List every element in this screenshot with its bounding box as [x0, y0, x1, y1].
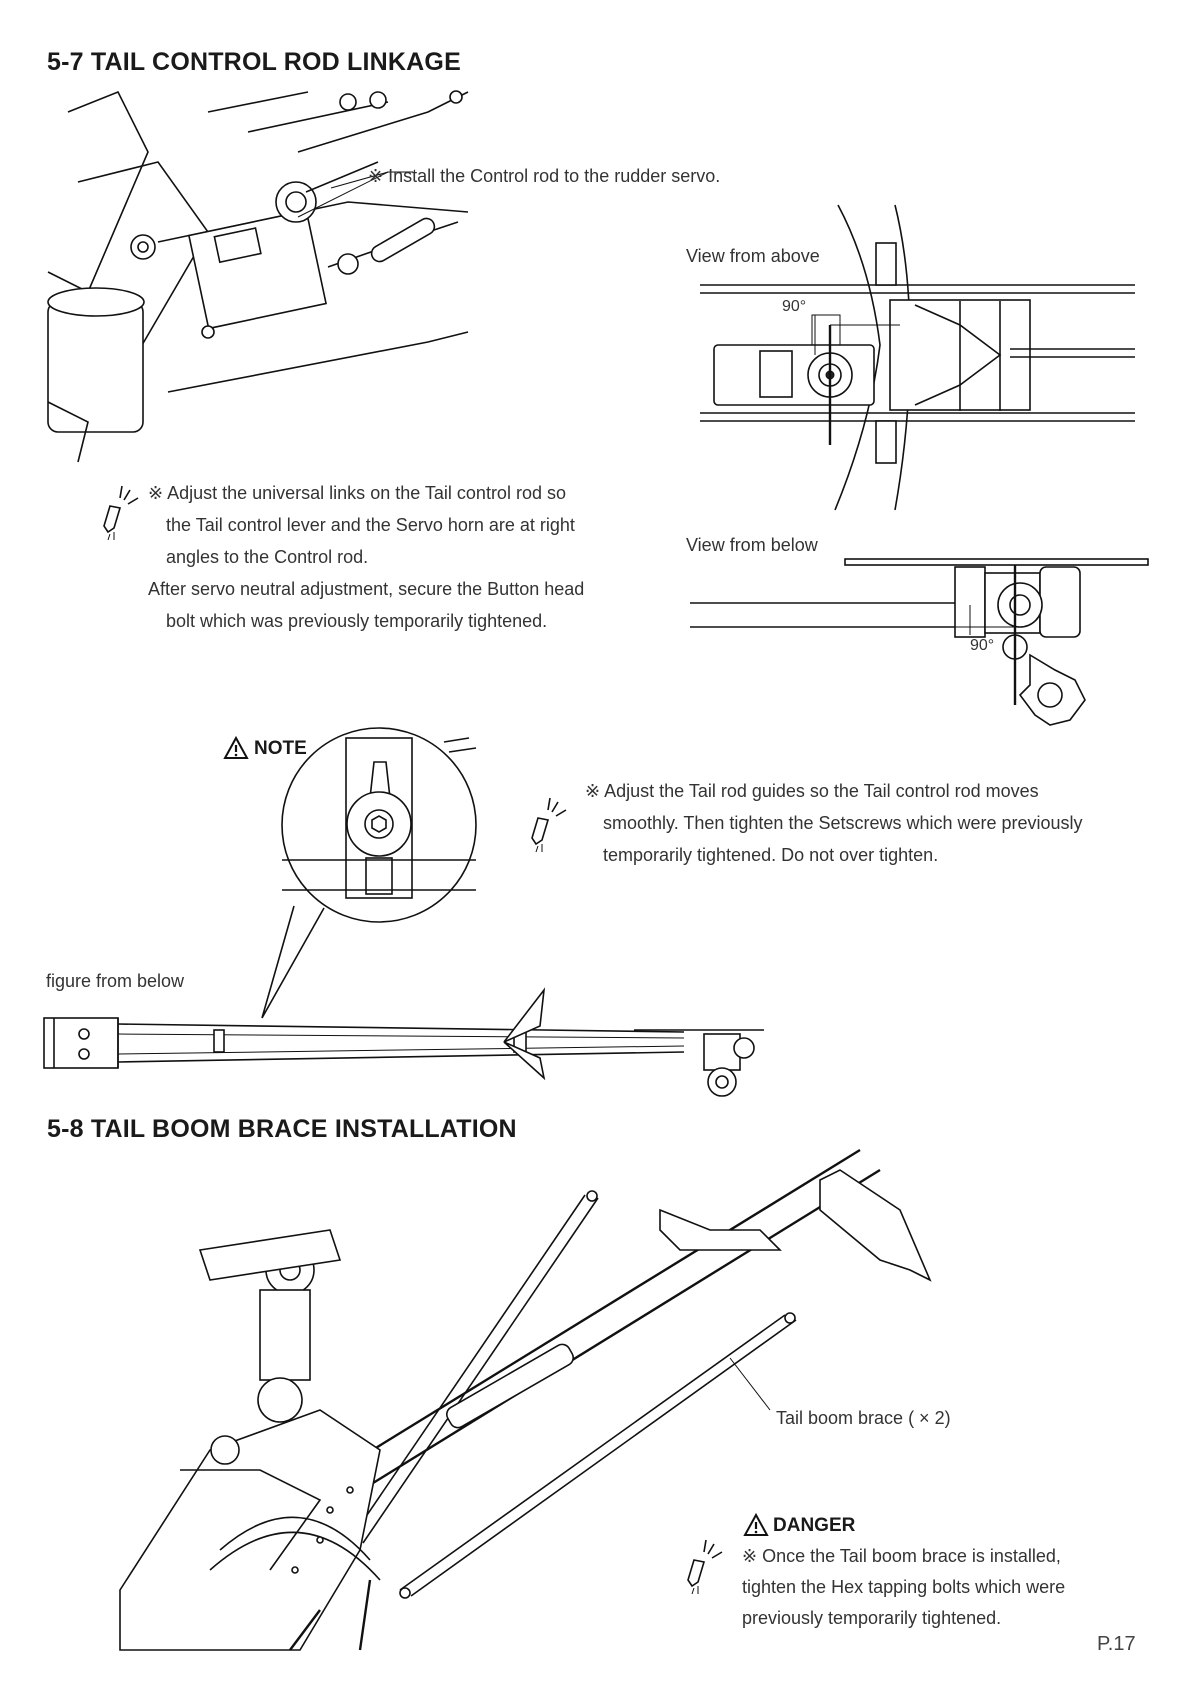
adjust-note-line-1: ※ Adjust the universal links on the Tail…: [148, 483, 566, 503]
tail-boom-brace-illustration: [119, 1148, 932, 1651]
figure-from-below-label: figure from below: [46, 971, 185, 991]
angle-90-below: 90°: [970, 637, 995, 654]
adjust-note-line-4: After servo neutral adjustment, secure t…: [148, 579, 585, 599]
view-from-above-illustration: [700, 204, 1135, 511]
adjust-note-line-5: bolt which was previously temporarily ti…: [166, 611, 548, 631]
view-from-above-label: View from above: [686, 246, 820, 266]
danger-note-line-3: previously temporarily tightened.: [742, 1608, 1002, 1628]
wrench-icon: [687, 1539, 723, 1595]
adjust-note-line-3: angles to the Control rod.: [166, 547, 369, 567]
guide-note-line-2: smoothly. Then tighten the Setscrews whi…: [603, 813, 1083, 833]
tail-boom-from-below-illustration: [43, 987, 764, 1097]
install-control-rod-callout: ※ Install the Control rod to the rudder …: [368, 166, 721, 186]
adjust-note-line-2: the Tail control lever and the Servo hor…: [166, 515, 575, 535]
view-from-below-label: View from below: [686, 535, 818, 555]
page-number: P.17: [1097, 1633, 1136, 1655]
section-5-8-title: 5-8 TAIL BOOM BRACE INSTALLATION: [47, 1115, 517, 1143]
danger-heading: DANGER: [773, 1515, 856, 1536]
warning-triangle-icon: [223, 735, 249, 759]
note-heading: NOTE: [254, 738, 307, 759]
wrench-icon: [103, 485, 139, 541]
wrench-icon: [531, 797, 567, 853]
guide-note-line-1: ※ Adjust the Tail rod guides so the Tail…: [585, 781, 1039, 801]
view-from-below-illustration: [690, 558, 1149, 726]
tail-rod-guide-detail: [261, 727, 477, 1019]
danger-note-line-1: ※ Once the Tail boom brace is installed,: [742, 1546, 1061, 1566]
guide-note-line-3: temporarily tightened. Do not over tight…: [603, 845, 939, 865]
section-5-7-title: 5-7 TAIL CONTROL ROD LINKAGE: [47, 48, 461, 76]
servo-installation-illustration: [47, 90, 469, 463]
warning-triangle-icon: [743, 1512, 769, 1536]
tail-boom-brace-label: Tail boom brace ( × 2): [776, 1408, 951, 1428]
danger-note-line-2: tighten the Hex tapping bolts which were: [742, 1577, 1066, 1597]
angle-90-above: 90°: [782, 298, 807, 315]
